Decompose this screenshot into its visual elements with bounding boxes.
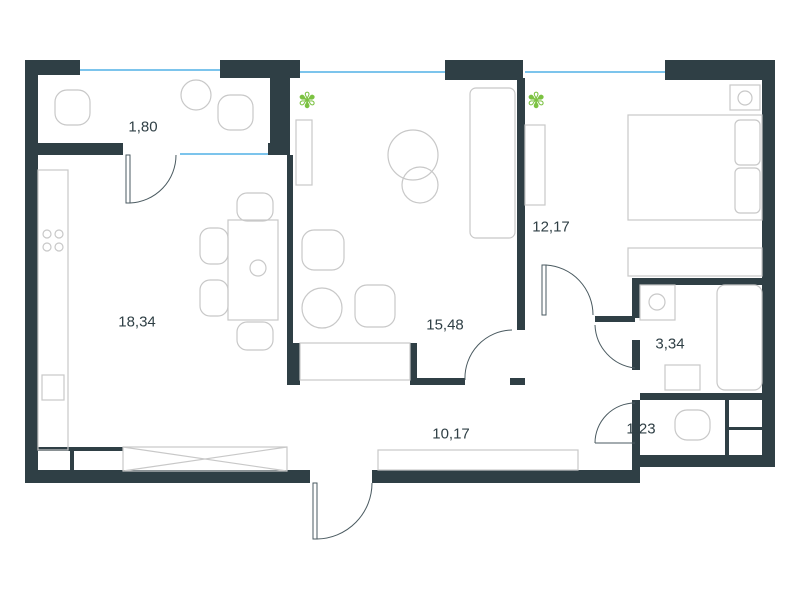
hall-cabinet <box>377 449 579 471</box>
room-area-bedroom: 12,17 <box>532 218 570 236</box>
sink <box>41 374 65 401</box>
sofa <box>469 87 516 239</box>
windows <box>80 69 665 155</box>
doors <box>125 154 636 540</box>
bedroom-wardrobe <box>627 247 763 277</box>
room-area-hallway: 10,17 <box>432 425 470 443</box>
living-wardrobe <box>299 342 411 381</box>
bathtub <box>716 284 763 391</box>
balcony-chair <box>54 89 91 126</box>
svg-text:✾: ✾ <box>298 89 316 114</box>
room-area-bathroom: 3,34 <box>655 335 685 353</box>
walls <box>25 60 775 483</box>
balcony-chair <box>217 94 254 131</box>
bathroom-sink <box>664 364 701 391</box>
kitchen-counter <box>37 169 69 451</box>
wardrobe <box>122 446 288 472</box>
dining-table <box>227 219 279 321</box>
bed <box>627 114 763 221</box>
plant-icon: ✾ ✾ <box>298 89 545 114</box>
room-area-toilet: 1,23 <box>626 420 656 438</box>
svg-text:✾: ✾ <box>527 89 545 114</box>
coffee-table <box>387 129 439 181</box>
room-area-kitchen: 18,34 <box>118 313 156 331</box>
room-area-living-room: 15,48 <box>426 316 464 334</box>
balcony-table <box>180 79 212 111</box>
room-area-balcony: 1,80 <box>128 118 158 136</box>
furniture <box>37 79 763 472</box>
toilet-bowl <box>674 409 711 441</box>
